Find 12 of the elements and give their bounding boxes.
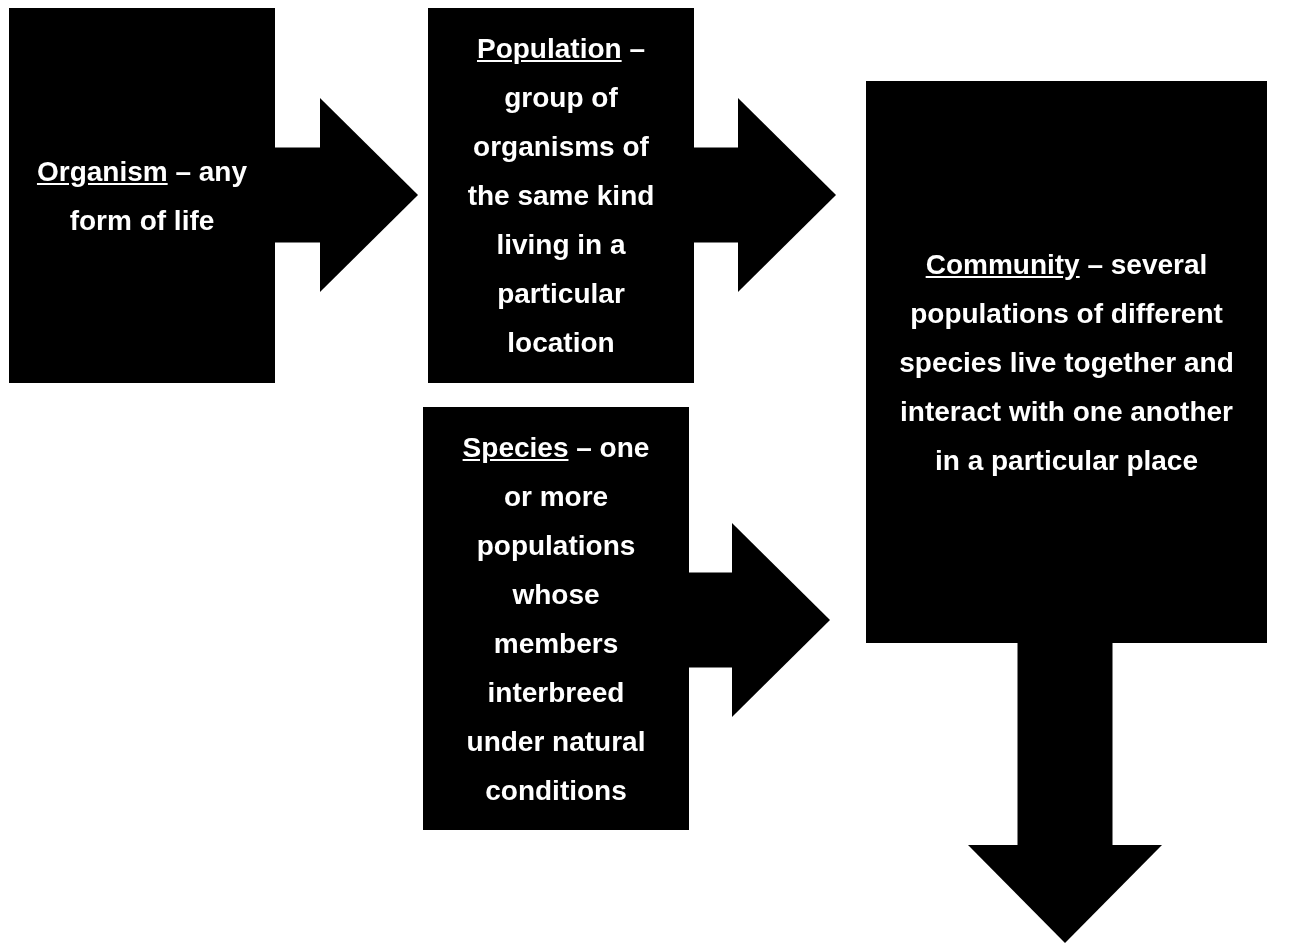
- definition-text: Organism – any form of life: [35, 154, 249, 238]
- block-arrow: [689, 523, 830, 717]
- definition-box: [9, 8, 275, 383]
- definition-text: Species – one or more populations whose members interbreed under natural conditions: [461, 430, 651, 808]
- definition-box: [423, 407, 689, 830]
- definition-text: Community – several populations of different species live together and interact with one another in a particular place: [898, 247, 1235, 478]
- block-arrow: [968, 643, 1162, 943]
- block-arrow: [275, 98, 418, 292]
- block-arrow: [694, 98, 836, 292]
- definition-text: Population – group of organisms of the same kind living in a particular location: [466, 32, 656, 360]
- definition-box: [866, 81, 1267, 643]
- definition-box: [428, 8, 694, 383]
